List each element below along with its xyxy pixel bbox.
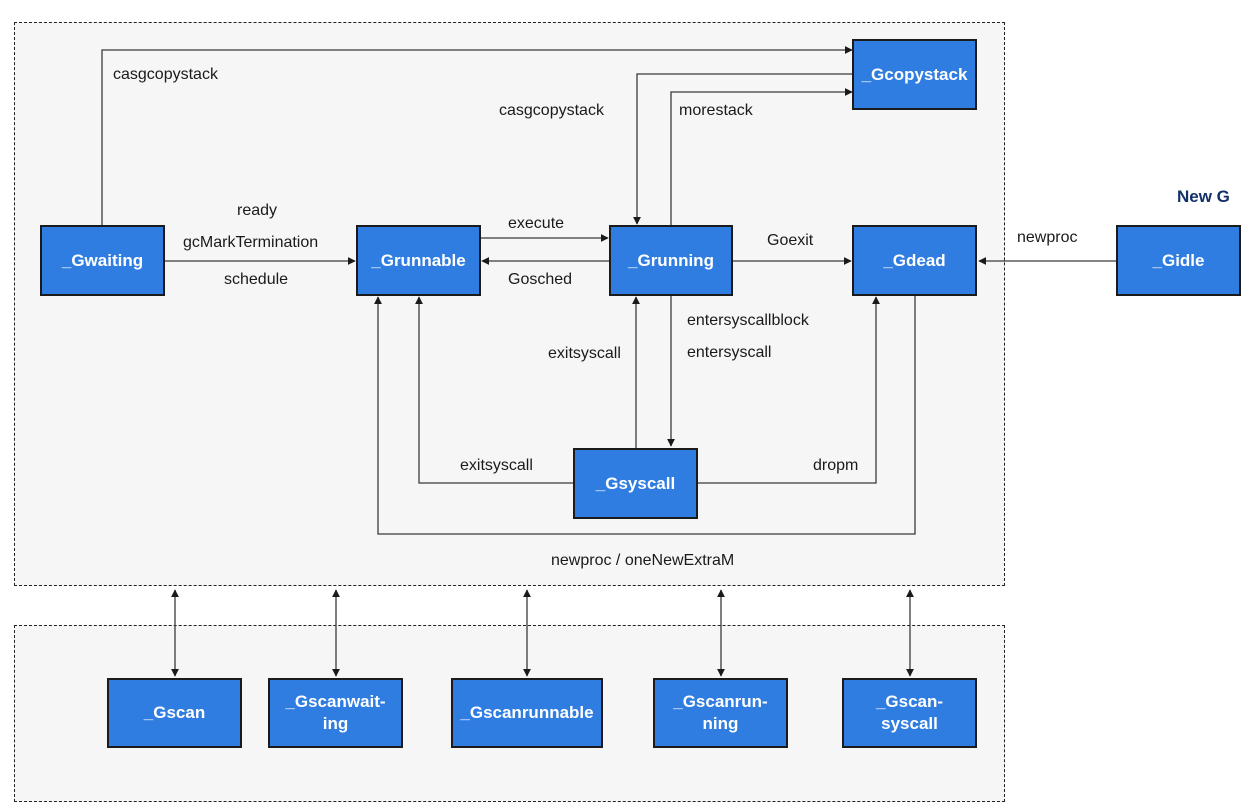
label-dropm: dropm bbox=[813, 457, 859, 474]
label-execute: execute bbox=[508, 215, 565, 232]
label-goexit: Goexit bbox=[767, 232, 814, 249]
state-gscan: _Gscan bbox=[107, 678, 242, 748]
label-morestack: morestack bbox=[679, 102, 753, 119]
state-grunnable: _Grunnable bbox=[356, 225, 481, 296]
state-grunning: _Grunning bbox=[609, 225, 733, 296]
label-new-g: New G bbox=[1177, 187, 1230, 206]
state-gscanwaiting: _Gscanwait- ing bbox=[268, 678, 403, 748]
state-gsyscall: _Gsyscall bbox=[573, 448, 698, 519]
label-gcmarktermination: gcMarkTermination bbox=[183, 234, 319, 251]
label-exitsyscall-left: exitsyscall bbox=[460, 457, 533, 474]
arrow-gcopystack-to-grunning bbox=[633, 73, 852, 225]
arrow-gwaiting-to-gcopystack bbox=[101, 46, 853, 225]
label-exitsyscall-up: exitsyscall bbox=[548, 345, 621, 362]
arrow-gsyscall-to-grunnable bbox=[415, 296, 574, 484]
label-gosched: Gosched bbox=[508, 271, 573, 288]
state-gscansyscall: _Gscan- syscall bbox=[842, 678, 977, 748]
label-entersyscallblock: entersyscallblock bbox=[687, 312, 809, 329]
label-newproc-onenewextram: newproc / oneNewExtraM bbox=[551, 552, 735, 569]
label-ready: ready bbox=[237, 202, 278, 219]
label-schedule: schedule bbox=[224, 271, 289, 288]
state-gscanrunnable: _Gscanrunnable bbox=[451, 678, 603, 748]
label-casgcopystack-mid: casgcopystack bbox=[499, 102, 604, 119]
main-states-region bbox=[14, 22, 1005, 586]
label-entersyscall: entersyscall bbox=[687, 344, 772, 361]
label-newproc: newproc bbox=[1017, 229, 1078, 246]
arrow-gsyscall-to-gdead bbox=[698, 296, 880, 484]
state-gwaiting: _Gwaiting bbox=[40, 225, 165, 296]
state-gcopystack: _Gcopystack bbox=[852, 39, 977, 110]
state-gdead: _Gdead bbox=[852, 225, 977, 296]
label-casgcopystack-top: casgcopystack bbox=[113, 66, 218, 83]
arrow-grunning-to-gcopystack bbox=[670, 88, 853, 225]
state-gscanrunning: _Gscanrun- ning bbox=[653, 678, 788, 748]
arrow-gdead-to-grunnable bbox=[374, 295, 916, 535]
state-gidle: _Gidle bbox=[1116, 225, 1241, 296]
